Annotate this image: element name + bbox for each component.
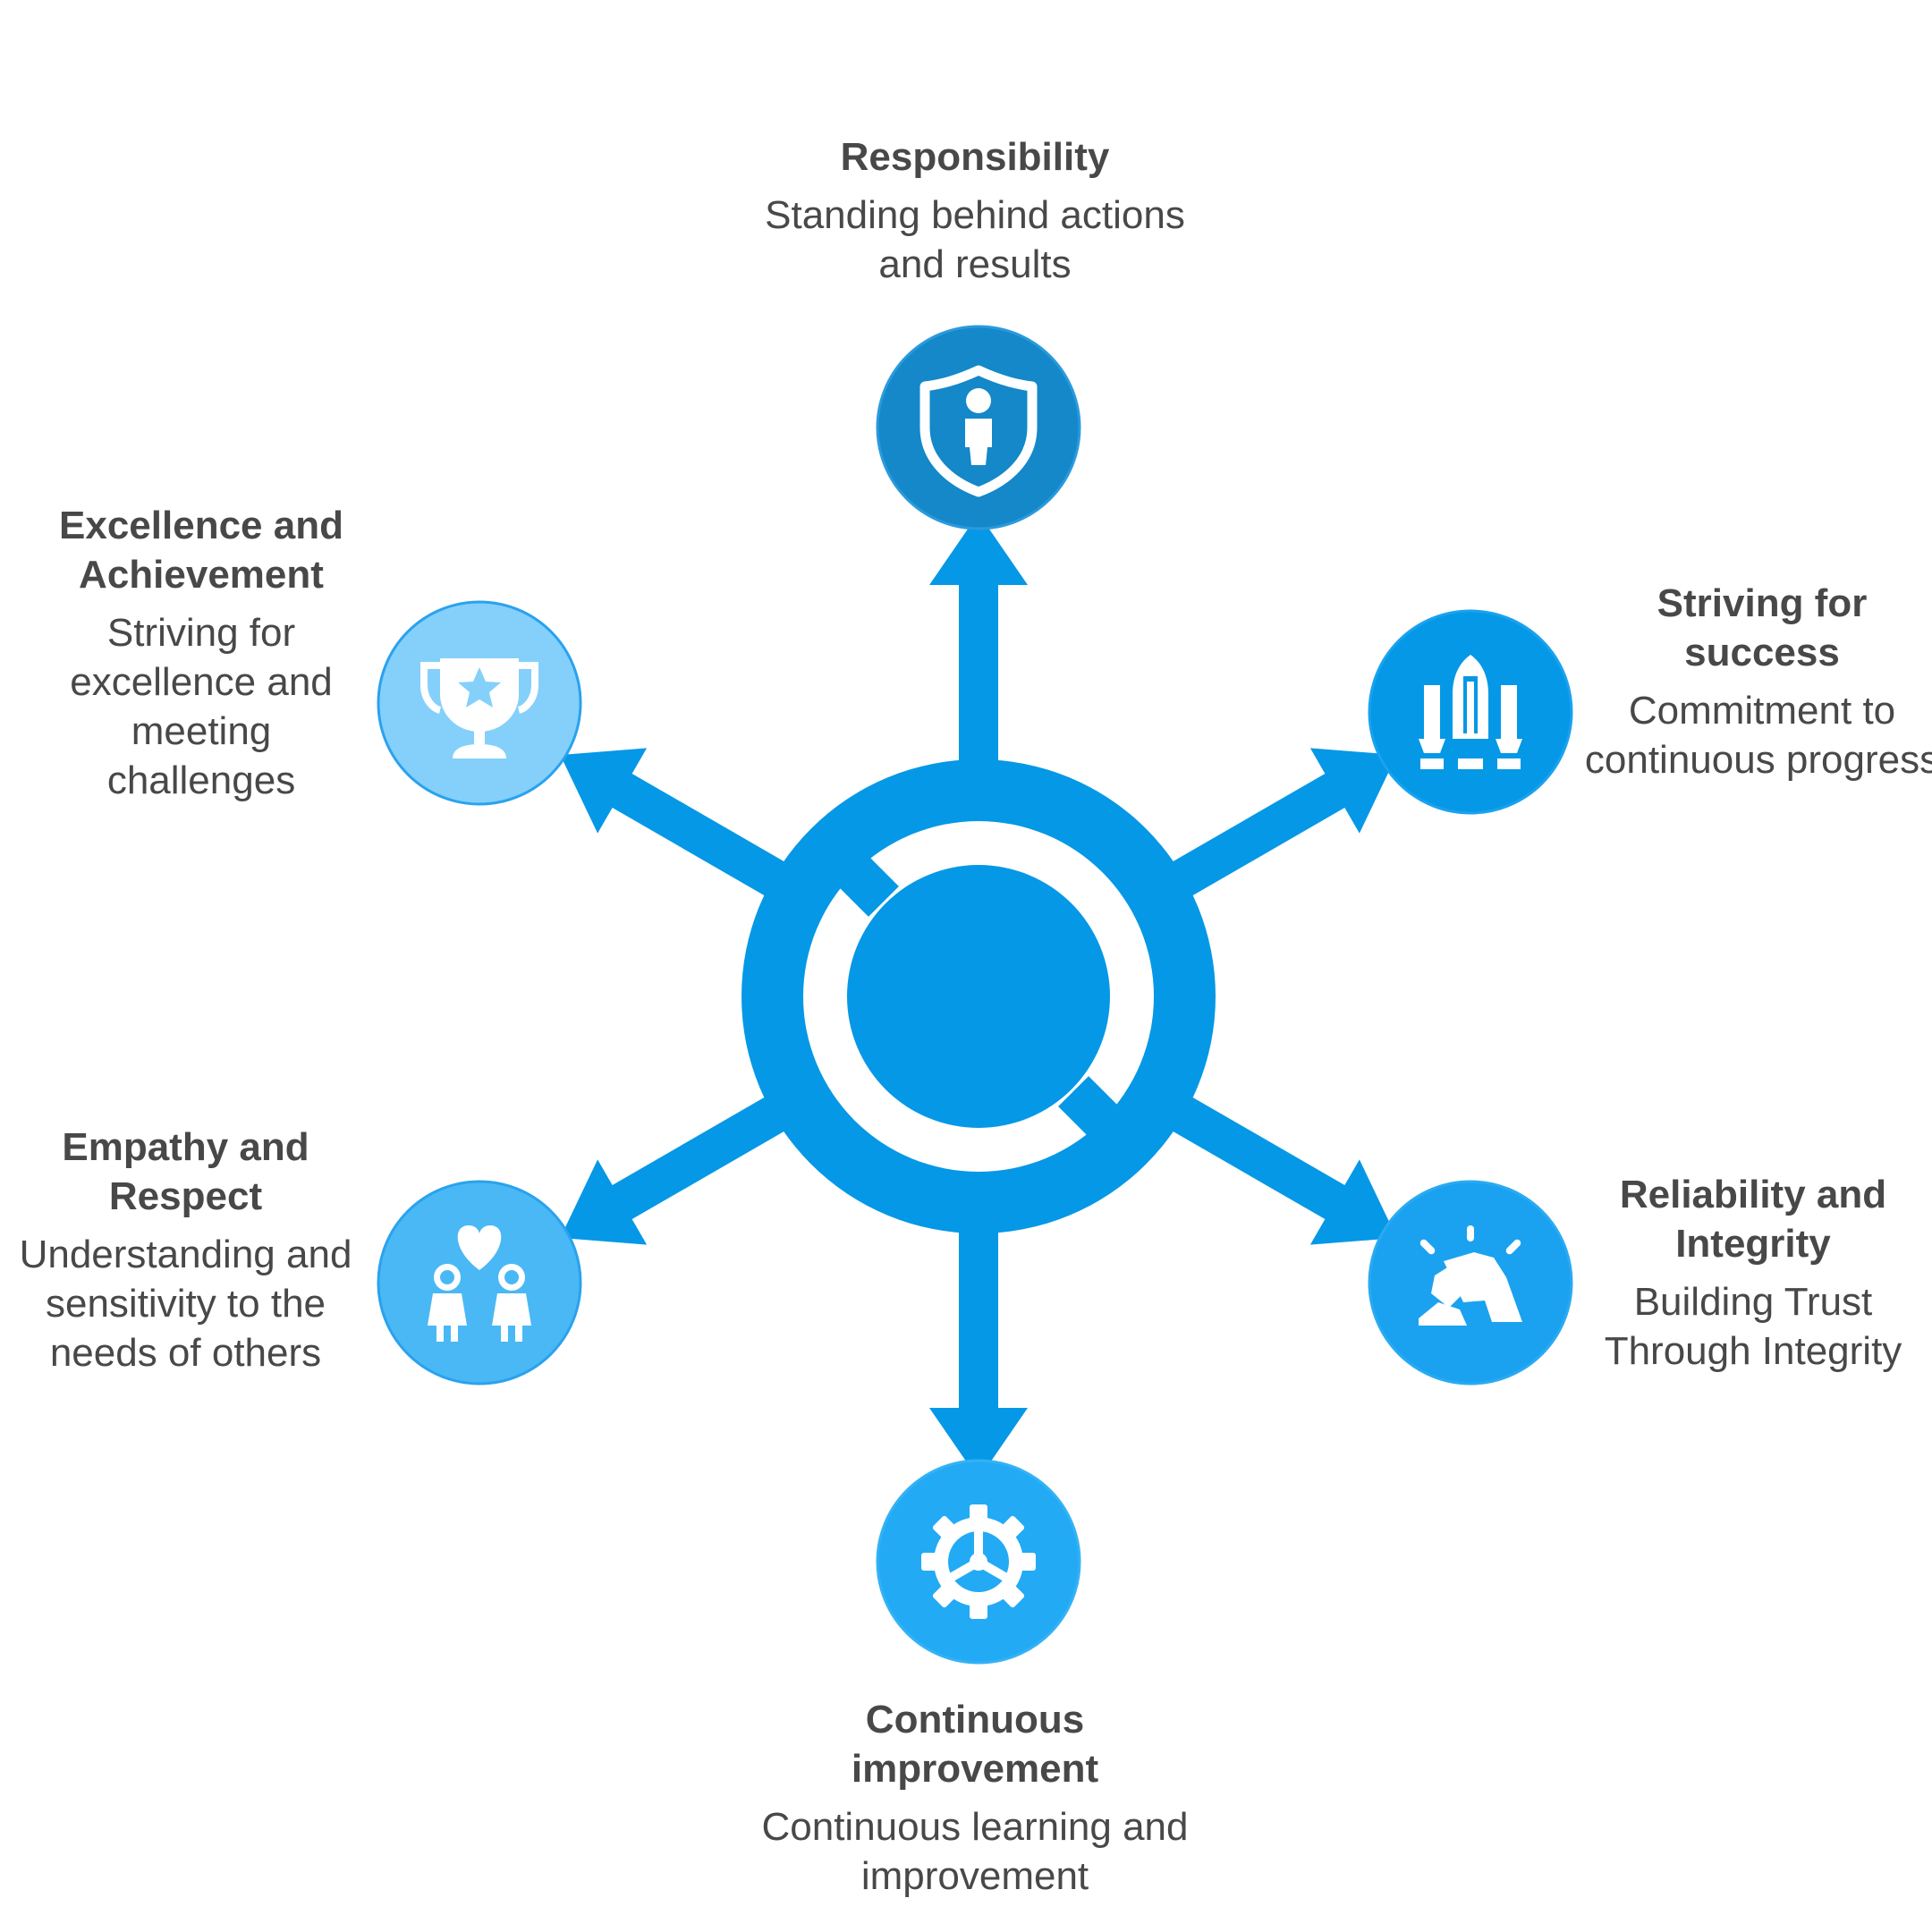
- continuous-title: Continuous improvement: [851, 1698, 1099, 1791]
- empathy-desc: Understanding and sensitivity to the nee…: [19, 1233, 352, 1375]
- striving-node: [1368, 609, 1573, 815]
- continuous-label: Continuous improvement Continuous learni…: [742, 1695, 1208, 1901]
- responsibility-label: Responsibility Standing behind actions a…: [742, 132, 1208, 289]
- reliability-node: [1368, 1180, 1573, 1385]
- continuous-desc: Continuous learning and improvement: [761, 1805, 1189, 1898]
- rocket-launch-icon: [1419, 655, 1522, 769]
- excellence-title: Excellence and Achievement: [59, 504, 343, 597]
- empathy-title: Empathy and Respect: [62, 1125, 309, 1218]
- handshake-icon: [1419, 1225, 1522, 1326]
- reliability-label: Reliability and Integrity Building Trust…: [1565, 1170, 1932, 1376]
- responsibility-desc: Standing behind actions and results: [765, 193, 1185, 286]
- people-heart-icon: [428, 1225, 531, 1342]
- striving-desc: Commitment to continuous progress: [1584, 689, 1932, 782]
- striving-label: Striving for success Commitment to conti…: [1583, 579, 1932, 784]
- arrow-responsibility: [929, 513, 1028, 818]
- arrow-continuous: [929, 1175, 1028, 1479]
- shield-person-icon: [919, 365, 1038, 497]
- empathy-label: Empathy and Respect Understanding and se…: [0, 1123, 371, 1377]
- excellence-desc: Striving for excellence and meeting chal…: [70, 611, 333, 802]
- excellence-node: [377, 600, 582, 806]
- gear-icon: [921, 1504, 1036, 1619]
- responsibility-node: [876, 325, 1081, 530]
- responsibility-title: Responsibility: [840, 135, 1110, 179]
- empathy-node: [377, 1180, 582, 1385]
- hub-icon: [741, 759, 1216, 1233]
- striving-title: Striving for success: [1657, 581, 1868, 674]
- excellence-label: Excellence and Achievement Striving for …: [36, 501, 367, 805]
- reliability-title: Reliability and Integrity: [1619, 1173, 1887, 1266]
- trophy-icon: [420, 658, 538, 758]
- continuous-node: [876, 1459, 1081, 1665]
- reliability-desc: Building Trust Through Integrity: [1604, 1280, 1902, 1373]
